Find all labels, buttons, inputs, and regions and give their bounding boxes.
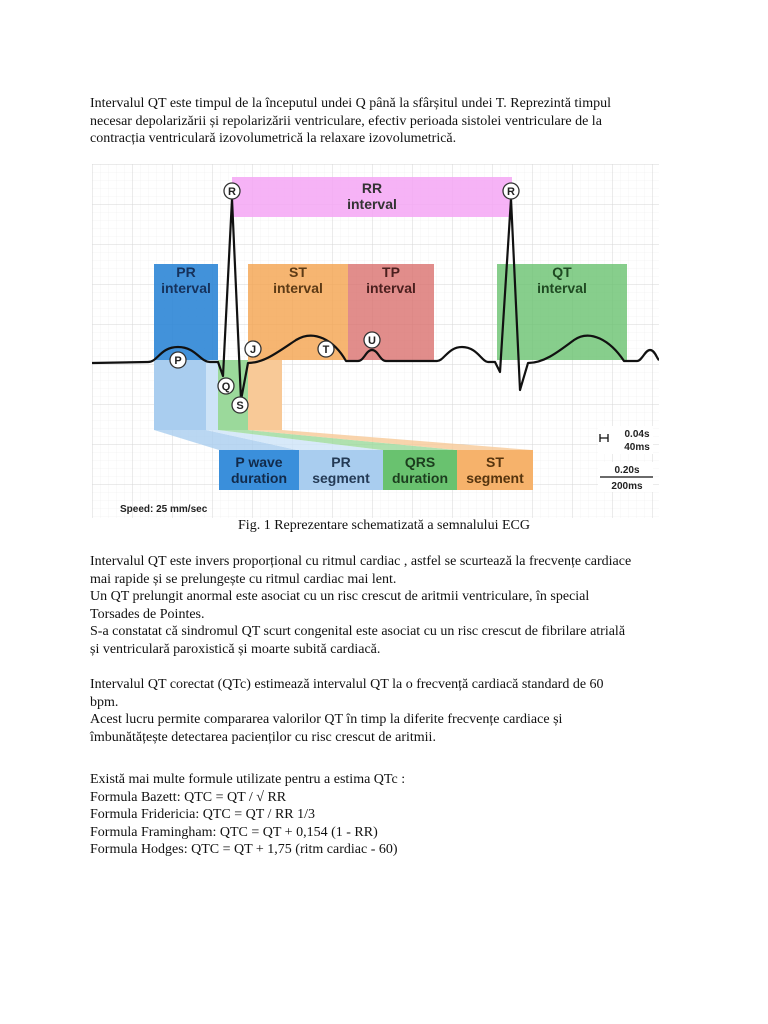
qt-interval-label-2: interval bbox=[537, 280, 587, 296]
rr-interval-box bbox=[232, 177, 512, 217]
para-line: Torsades de Pointes. bbox=[90, 606, 205, 622]
p-wave-connector bbox=[154, 430, 297, 450]
pr-segment-column bbox=[206, 360, 218, 430]
q-marker: Q bbox=[217, 377, 235, 395]
intro-line: Intervalul QT este timpul de la începutu… bbox=[90, 96, 611, 111]
svg-text:P: P bbox=[174, 355, 181, 367]
ecg-trace bbox=[92, 197, 659, 402]
paragraph-qt-heart-rate: Intervalul QT este invers proporțional c… bbox=[90, 553, 690, 658]
ecg-figure: R R P Q S J T U RR i bbox=[92, 164, 659, 518]
intro-paragraph: Intervalul QT este timpul de la începutu… bbox=[90, 95, 690, 148]
st-segment-label-2: segment bbox=[466, 470, 524, 486]
svg-text:0.04s: 0.04s bbox=[624, 429, 649, 440]
para-line: și ventriculară paroxistică și moarte su… bbox=[90, 641, 381, 657]
paragraph-formulas: Există mai multe formule utilizate pentr… bbox=[90, 771, 690, 859]
para-line: Intervalul QT este invers proporțional c… bbox=[90, 554, 632, 569]
qrs-duration-box bbox=[383, 450, 457, 490]
p-wave-column bbox=[154, 360, 206, 430]
svg-text:Q: Q bbox=[222, 381, 231, 393]
intro-line: contracția ventriculară izovolumetrică l… bbox=[90, 131, 457, 146]
paragraph-qtc: Intervalul QT corectat (QTc) estimează i… bbox=[90, 676, 690, 746]
para-line: mai rapide și se prelungește cu ritmul c… bbox=[90, 571, 397, 587]
p-wave-label-2: duration bbox=[231, 470, 287, 486]
scale-small: 0.04s 40ms bbox=[598, 426, 653, 454]
ecg-diagram: R R P Q S J T U RR i bbox=[92, 164, 659, 518]
para-line: Există mai multe formule utilizate pentr… bbox=[90, 772, 406, 787]
pr-interval-box bbox=[154, 264, 218, 360]
para-line: îmbunătățește detectarea pacienților cu … bbox=[90, 729, 436, 745]
qrs-label-1: QRS bbox=[405, 454, 435, 470]
st-interval-label-1: ST bbox=[289, 264, 307, 280]
formula-bazett: Formula Bazett: QTC = QT / √ RR bbox=[90, 789, 287, 805]
st-segment-box bbox=[457, 450, 533, 490]
pr-segment-label-2: segment bbox=[312, 470, 370, 486]
rr-label-2: interval bbox=[347, 196, 397, 212]
svg-text:J: J bbox=[250, 344, 256, 356]
p-wave-label-1: P wave bbox=[235, 454, 282, 470]
s-marker: S bbox=[231, 396, 249, 414]
scale-large: 0.20s 200ms bbox=[598, 462, 653, 492]
speed-label: Speed: 25 mm/sec bbox=[120, 504, 208, 515]
intro-line: necesar depolarizării și repolarizării v… bbox=[90, 113, 602, 129]
p-marker: P bbox=[169, 351, 187, 369]
st-segment-column bbox=[248, 360, 282, 430]
formula-hodges: Formula Hodges: QTC = QT + 1,75 (ritm ca… bbox=[90, 842, 398, 857]
para-line: bpm. bbox=[90, 694, 119, 710]
pr-interval-label-1: PR bbox=[176, 264, 195, 280]
rr-label-1: RR bbox=[362, 180, 382, 196]
tp-interval-label-1: TP bbox=[382, 264, 400, 280]
svg-text:R: R bbox=[507, 186, 515, 198]
p-wave-duration-box bbox=[219, 450, 299, 490]
st-interval-label-2: interval bbox=[273, 280, 323, 296]
pr-interval-label-2: interval bbox=[161, 280, 211, 296]
tp-interval-label-2: interval bbox=[366, 280, 416, 296]
svg-text:U: U bbox=[368, 335, 376, 347]
formula-framingham: Formula Framingham: QTC = QT + 0,154 (1 … bbox=[90, 824, 378, 840]
svg-text:0.20s: 0.20s bbox=[614, 465, 639, 476]
para-line: Acest lucru permite compararea valorilor… bbox=[90, 712, 563, 727]
pr-segment-label-1: PR bbox=[331, 454, 350, 470]
formula-fridericia: Formula Fridericia: QTC = QT / RR 1/3 bbox=[90, 807, 316, 822]
para-line: S-a constatat că sindromul QT scurt cong… bbox=[90, 624, 626, 639]
st-segment-connector bbox=[248, 430, 532, 450]
svg-text:40ms: 40ms bbox=[624, 442, 650, 453]
svg-text:S: S bbox=[236, 400, 243, 412]
r-marker-left: R bbox=[223, 182, 241, 200]
t-marker: T bbox=[317, 340, 335, 358]
qrs-connector bbox=[218, 430, 457, 450]
qt-interval-label-1: QT bbox=[552, 264, 572, 280]
para-line: Intervalul QT corectat (QTc) estimează i… bbox=[90, 677, 604, 692]
pr-segment-box bbox=[299, 450, 383, 490]
figure-caption: Fig. 1 Reprezentare schematizată a semna… bbox=[238, 518, 530, 533]
svg-text:R: R bbox=[228, 186, 236, 198]
st-segment-label-1: ST bbox=[486, 454, 504, 470]
j-marker: J bbox=[244, 340, 262, 358]
svg-text:T: T bbox=[323, 344, 330, 356]
tp-interval-box bbox=[348, 264, 434, 360]
pr-segment-connector bbox=[206, 430, 382, 450]
para-line: Un QT prelungit anormal este asociat cu … bbox=[90, 589, 590, 604]
u-marker: U bbox=[363, 331, 381, 349]
r-marker-right: R bbox=[502, 182, 520, 200]
qrs-label-2: duration bbox=[392, 470, 448, 486]
svg-text:200ms: 200ms bbox=[611, 481, 643, 492]
